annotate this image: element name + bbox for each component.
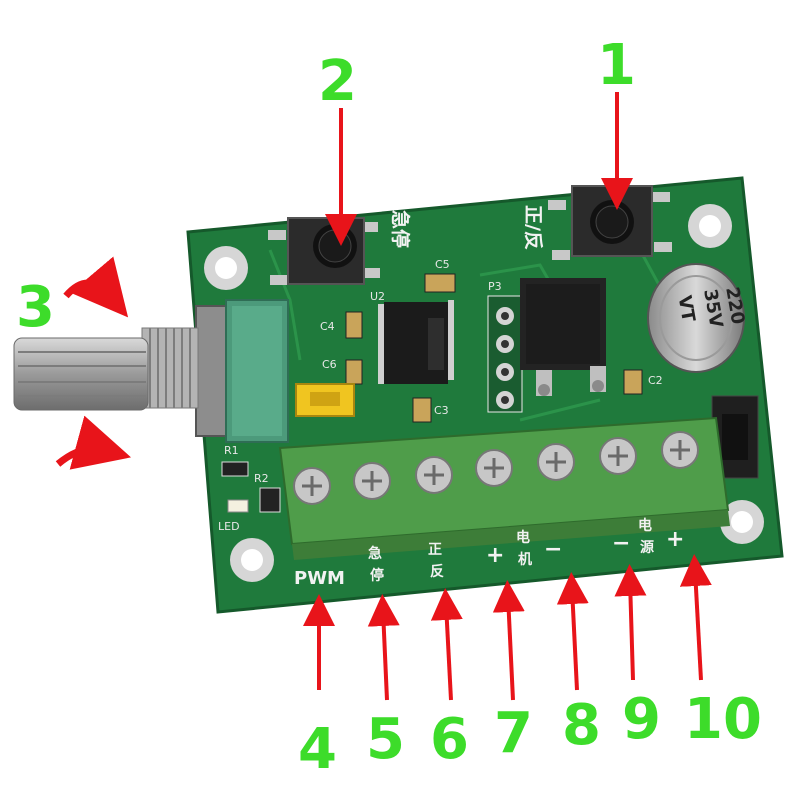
potentiometer: [13, 299, 289, 443]
terminal-label-motor-2: 机: [518, 551, 532, 568]
rotate-arrow-up: [63, 256, 129, 318]
voltage-regulator: [520, 278, 606, 396]
terminal-label-power-minus: −: [612, 531, 630, 556]
callout-number-9: 9: [622, 687, 661, 752]
resistor-r1: [221, 461, 249, 477]
stop-label: 急停: [389, 210, 412, 248]
c6-label: C6: [322, 358, 337, 371]
capacitor-c4: [345, 311, 363, 339]
mounting-holes: [204, 204, 764, 582]
led-label: LED: [218, 520, 240, 533]
direction-label: 正/反: [522, 205, 544, 250]
terminal-label-stop-1: 急: [368, 545, 382, 562]
terminal-label-stop-2: 停: [370, 567, 384, 584]
capacitor-c2: [623, 369, 643, 395]
p3-label: P3: [488, 280, 502, 293]
callout-number-3: 3: [16, 275, 55, 340]
terminal-label-power-1: 电: [638, 517, 652, 534]
driver-ic-u2: [378, 300, 454, 384]
jumper: [295, 383, 355, 417]
callout-number-4: 4: [298, 717, 337, 782]
terminal-block: [278, 416, 730, 560]
terminal-label-power-plus: +: [666, 527, 684, 552]
capacitor-series: VT: [674, 294, 699, 324]
terminal-label-motor-1: 电: [516, 529, 530, 546]
callout-number-5: 5: [366, 707, 405, 772]
diode: [711, 395, 759, 479]
direction-push-button: [548, 185, 672, 260]
capacitor-c6: [345, 359, 363, 385]
u2-label: U2: [370, 290, 385, 303]
terminal-label-motor-minus: −: [544, 537, 562, 562]
r1-label: R1: [224, 444, 239, 457]
r2-label: R2: [254, 472, 269, 485]
callout-number-6: 6: [430, 707, 469, 772]
led: [227, 499, 249, 513]
callout-number-2: 2: [318, 49, 357, 114]
terminal-label-pwm: PWM: [294, 568, 345, 589]
c4-label: C4: [320, 320, 335, 333]
electrolytic-capacitor: [647, 263, 745, 373]
terminal-label-power-2: 源: [640, 539, 654, 556]
c2-label: C2: [648, 374, 663, 387]
callout-number-1: 1: [597, 33, 636, 98]
resistor-r2: [259, 487, 281, 513]
terminal-label-motor-plus: +: [486, 543, 504, 568]
callout-number-10: 10: [684, 687, 762, 752]
callout-number-7: 7: [494, 701, 533, 766]
rotate-arrow-down: [55, 415, 132, 470]
callout-arrows: [303, 92, 712, 701]
terminal-label-fwd-2: 反: [430, 563, 444, 580]
c5-label: C5: [435, 258, 450, 271]
callout-number-8: 8: [562, 693, 601, 758]
terminal-label-fwd-1: 正: [428, 542, 442, 558]
header-p3: [487, 295, 523, 413]
capacitor-c5: [424, 273, 456, 293]
c3-label: C3: [434, 404, 449, 417]
capacitor-c3: [412, 397, 432, 423]
